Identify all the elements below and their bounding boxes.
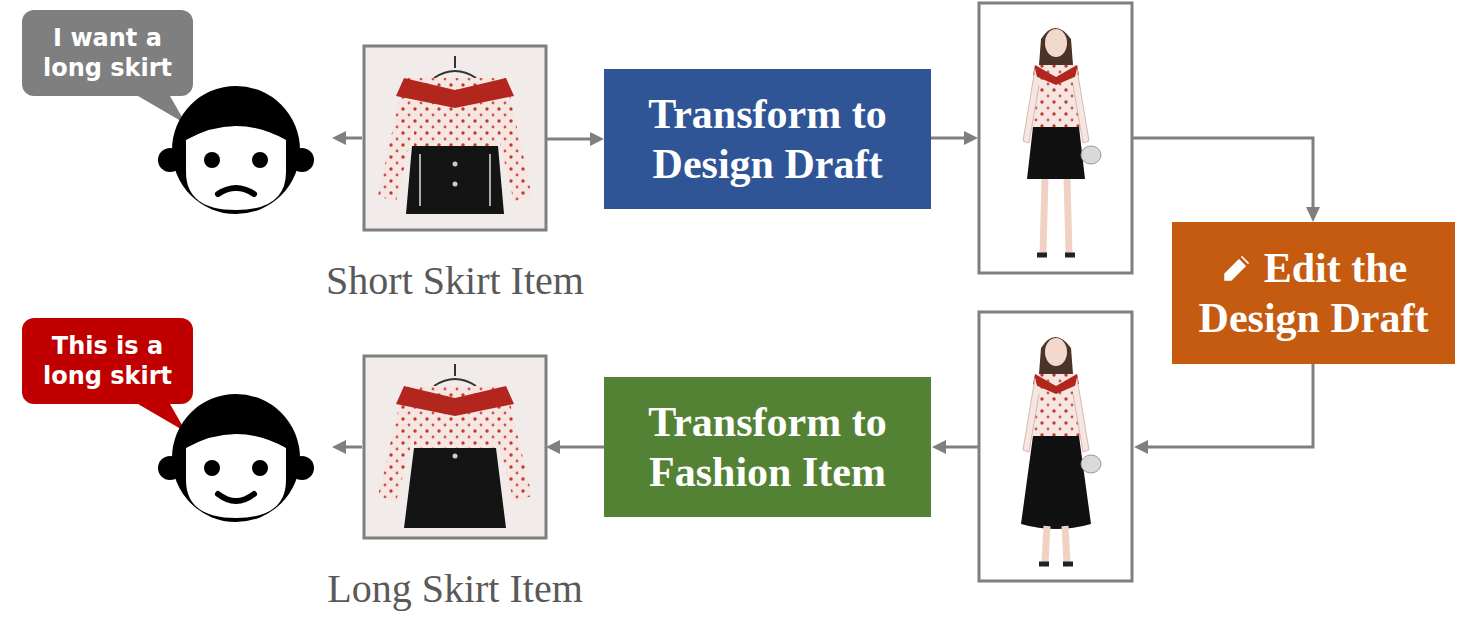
long-skirt-photo — [453, 454, 458, 459]
sad-face — [158, 86, 314, 214]
happy-face — [290, 456, 314, 480]
flow-arrow — [344, 446, 362, 449]
pencil-icon — [1220, 251, 1254, 285]
happy-face — [204, 460, 220, 476]
speech-bubble: I want a long skirt — [22, 10, 193, 96]
bubble-tail — [138, 404, 186, 432]
long-skirt-photo — [404, 448, 506, 528]
short-skirt-photo — [364, 46, 546, 230]
design-draft-long — [1045, 526, 1067, 562]
arrow-head — [590, 132, 604, 146]
item-caption: Long Skirt Item — [327, 566, 583, 612]
arrow-head — [932, 440, 946, 454]
short-skirt-photo — [453, 162, 458, 167]
long-skirt-photo — [364, 356, 546, 538]
arrow-head — [546, 440, 560, 454]
bubble-tail — [138, 96, 186, 124]
arrow-head — [1134, 440, 1148, 454]
bubble-text: I want a long skirt — [43, 24, 172, 82]
bubble-text: This is a long skirt — [43, 332, 172, 390]
design-draft-long — [1039, 562, 1073, 567]
speech-bubble: This is a long skirt — [22, 318, 193, 404]
design-draft-long — [1039, 337, 1073, 374]
short-skirt-photo — [420, 154, 490, 206]
flow-arrow — [1132, 138, 1313, 209]
flow-arrow — [944, 446, 979, 449]
short-skirt-photo — [364, 46, 546, 230]
happy-face — [172, 394, 300, 522]
sad-face — [204, 152, 220, 168]
long-skirt-photo — [364, 356, 546, 538]
design-draft-short — [979, 3, 1132, 273]
text-holder: Edit the Design Draft — [1186, 243, 1441, 344]
short-skirt-photo — [453, 182, 458, 187]
design-draft-short — [1033, 65, 1079, 85]
design-draft-short — [1039, 28, 1073, 65]
happy-face — [158, 456, 182, 480]
happy-face — [218, 494, 254, 501]
flow-arrow — [1146, 364, 1313, 447]
flow-arrow — [558, 446, 604, 449]
process-box: Transform to Design Draft — [604, 69, 931, 209]
text-holder: I want a long skirt — [34, 23, 181, 83]
design-draft-long — [979, 312, 1132, 581]
box-label: Edit the Design Draft — [1199, 245, 1429, 341]
design-draft-short — [1045, 29, 1067, 57]
box-label: Transform to Design Draft — [648, 91, 886, 187]
sad-face — [252, 152, 268, 168]
design-draft-long — [1045, 338, 1067, 366]
sad-face — [186, 126, 286, 210]
item-caption: Short Skirt Item — [326, 258, 584, 304]
short-skirt-photo — [378, 78, 532, 202]
design-draft-short — [1081, 146, 1101, 164]
design-draft-short — [1027, 127, 1085, 179]
item-photo: Long Skirt Item — [364, 356, 546, 538]
pencil-icon — [1223, 254, 1251, 282]
short-skirt-photo — [364, 46, 546, 230]
text-holder: Transform to Fashion Item — [618, 397, 917, 498]
arrow-head — [332, 131, 346, 145]
short-skirt-photo — [434, 56, 476, 78]
arrow-head — [1306, 207, 1320, 222]
text-holder: This is a long skirt — [34, 331, 181, 391]
design-draft-long — [1033, 374, 1079, 394]
sad-face — [172, 86, 300, 214]
design-draft-long — [1021, 436, 1091, 529]
sad-face — [290, 148, 314, 172]
sad-face — [158, 148, 182, 172]
design-draft-short — [1043, 179, 1069, 253]
short-skirt-photo — [406, 146, 504, 214]
long-skirt-photo — [364, 356, 546, 538]
happy-face — [186, 434, 286, 518]
arrow-head — [332, 440, 346, 454]
arrow-head — [964, 131, 978, 145]
design-draft-long — [1081, 455, 1101, 473]
process-box: Edit the Design Draft — [1172, 222, 1455, 364]
text-holder: Transform to Design Draft — [618, 89, 917, 190]
happy-face — [158, 394, 314, 522]
item-photo: Short Skirt Item — [364, 46, 546, 230]
design-draft-long — [979, 312, 1132, 581]
box-label: Transform to Fashion Item — [648, 399, 886, 495]
long-skirt-photo — [434, 364, 476, 386]
flow-arrow — [344, 137, 362, 140]
flow-arrow — [546, 138, 592, 141]
design-draft-short — [1037, 253, 1075, 258]
short-skirt-photo — [396, 78, 514, 108]
design-draft-short — [979, 3, 1132, 273]
happy-face — [252, 460, 268, 476]
process-box: Transform to Fashion Item — [604, 377, 931, 517]
long-skirt-photo — [396, 386, 514, 416]
sad-face — [218, 188, 254, 194]
flow-arrow — [931, 137, 966, 140]
